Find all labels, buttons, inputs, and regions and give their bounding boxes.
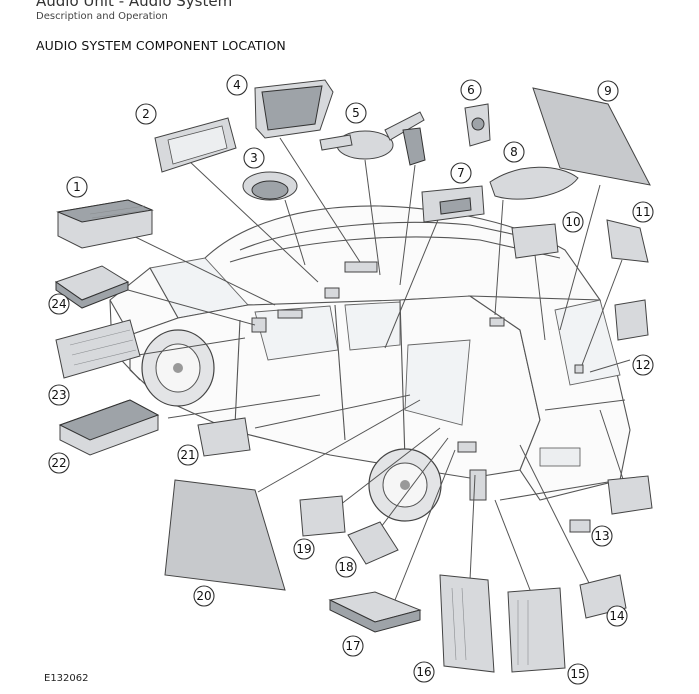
callout-24: 24 xyxy=(48,293,70,315)
component-6-steering-wheel-switches xyxy=(464,103,491,147)
callout-8-label: 8 xyxy=(510,145,518,159)
callout-22: 22 xyxy=(48,452,70,474)
callout-12: 12 xyxy=(632,354,654,376)
callout-17: 17 xyxy=(342,635,364,657)
callout-9: 9 xyxy=(597,80,619,102)
callout-1-label: 1 xyxy=(73,180,81,194)
callout-5: 5 xyxy=(345,102,367,124)
rear-wheel xyxy=(368,448,442,522)
component-7-control-module xyxy=(421,185,485,223)
callout-6-label: 6 xyxy=(467,83,475,97)
component-19-module xyxy=(299,495,346,537)
callout-7: 7 xyxy=(450,162,472,184)
component-1-audio-unit xyxy=(56,199,154,249)
component-3-speaker xyxy=(242,171,298,201)
callout-16-label: 16 xyxy=(416,665,431,679)
callout-4-label: 4 xyxy=(233,78,241,92)
callout-2-label: 2 xyxy=(142,107,150,121)
callout-8: 8 xyxy=(503,141,525,163)
component-4-instrument-cluster xyxy=(254,79,334,139)
component-9-rear-window-antenna xyxy=(532,87,651,186)
component-17-module xyxy=(328,591,422,633)
callout-9-label: 9 xyxy=(604,84,612,98)
callout-21: 21 xyxy=(177,444,199,466)
component-10-module xyxy=(511,223,559,259)
component-18-module xyxy=(347,521,399,565)
callout-14: 14 xyxy=(606,605,628,627)
callout-15-label: 15 xyxy=(570,667,585,681)
callout-1: 1 xyxy=(66,176,88,198)
callout-15: 15 xyxy=(567,663,589,685)
callout-17-label: 17 xyxy=(345,639,360,653)
callout-3-label: 3 xyxy=(250,151,258,165)
callout-4: 4 xyxy=(226,74,248,96)
callout-20-label: 20 xyxy=(196,589,211,603)
callout-16: 16 xyxy=(413,661,435,683)
callout-18: 18 xyxy=(335,556,357,578)
callout-2: 2 xyxy=(135,103,157,125)
page-title: Audio Unit - Audio System xyxy=(36,0,233,10)
callout-7-label: 7 xyxy=(457,166,465,180)
callout-6: 6 xyxy=(460,79,482,101)
callout-18-label: 18 xyxy=(338,560,353,574)
component-11-module xyxy=(606,219,649,341)
callout-11-label: 11 xyxy=(635,205,650,219)
callout-5-label: 5 xyxy=(352,106,360,120)
figure-id: E132062 xyxy=(44,673,89,684)
component-15-amplifier xyxy=(507,587,566,673)
callout-19: 19 xyxy=(293,538,315,560)
component-2-touch-screen xyxy=(154,117,237,173)
component-8-roof-antenna xyxy=(489,166,579,200)
callout-13: 13 xyxy=(591,525,613,547)
callout-10: 10 xyxy=(562,211,584,233)
component-22-module xyxy=(58,399,160,456)
callout-20: 20 xyxy=(193,585,215,607)
callout-13-label: 13 xyxy=(594,529,609,543)
callout-10-label: 10 xyxy=(565,215,580,229)
callout-23: 23 xyxy=(48,384,70,406)
component-21-module xyxy=(197,417,251,457)
callout-21-label: 21 xyxy=(180,448,195,462)
component-23-junction-box xyxy=(55,319,141,379)
callout-19-label: 19 xyxy=(296,542,311,556)
front-wheel xyxy=(141,329,215,407)
leader-lines xyxy=(124,137,631,601)
page-subtitle: Description and Operation xyxy=(36,11,168,22)
callout-11: 11 xyxy=(632,201,654,223)
callout-22-label: 22 xyxy=(51,456,66,470)
callout-14-label: 14 xyxy=(609,609,624,623)
section-heading: AUDIO SYSTEM COMPONENT LOCATION xyxy=(36,38,286,53)
component-24-module xyxy=(54,265,130,309)
callout-24-label: 24 xyxy=(51,297,66,311)
component-13-module xyxy=(569,475,653,533)
callout-12-label: 12 xyxy=(635,358,650,372)
callout-3: 3 xyxy=(243,147,265,169)
callout-23-label: 23 xyxy=(51,388,66,402)
component-5-steering-switches xyxy=(319,111,426,166)
component-16-amplifier xyxy=(439,574,495,673)
component-20-side-glass-antenna xyxy=(164,479,286,591)
